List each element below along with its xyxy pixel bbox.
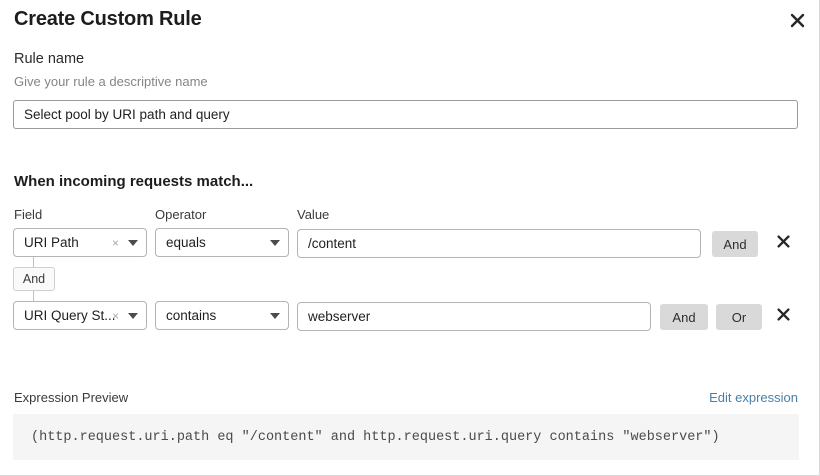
rule-name-description: Give your rule a descriptive name	[14, 74, 208, 89]
field-select-row-1[interactable]: URI Path ×	[13, 228, 147, 257]
chevron-down-icon-field-row-2[interactable]	[128, 312, 138, 319]
chevron-down-icon-operator-row-2[interactable]	[270, 312, 280, 319]
clear-field-icon-row-1[interactable]: ×	[111, 235, 119, 250]
logic-and-button-row-1[interactable]: And	[712, 231, 758, 257]
chevron-down-icon-operator-row-1[interactable]	[270, 239, 280, 246]
operator-select-value-row-1: equals	[166, 235, 206, 250]
match-section-heading: When incoming requests match...	[14, 173, 254, 190]
rule-name-label: Rule name	[14, 51, 85, 67]
edit-expression-link[interactable]: Edit expression	[709, 390, 798, 405]
close-icon	[776, 235, 790, 251]
value-input-row-2[interactable]	[297, 302, 651, 331]
expression-preview-label: Expression Preview	[14, 390, 129, 405]
connector-line-top	[33, 257, 34, 268]
expression-preview-box: (http.request.uri.path eq "/content" and…	[13, 414, 799, 460]
field-select-value-row-1: URI Path	[24, 235, 79, 250]
clear-field-icon-row-2[interactable]: ×	[111, 308, 119, 323]
delete-condition-button-row-2[interactable]	[772, 305, 794, 327]
column-header-operator: Operator	[155, 207, 207, 222]
operator-select-row-1[interactable]: equals	[155, 228, 289, 257]
operator-select-value-row-2: contains	[166, 308, 217, 323]
column-header-value: Value	[297, 207, 330, 222]
delete-condition-button-row-1[interactable]	[772, 232, 794, 254]
logic-and-button-row-2[interactable]: And	[660, 304, 708, 330]
connector-line-bottom	[33, 291, 34, 302]
expression-code: (http.request.uri.path eq "/content" and…	[31, 429, 720, 445]
field-select-value-row-2: URI Query St...	[24, 308, 116, 323]
column-header-field: Field	[14, 207, 43, 222]
close-icon	[776, 308, 790, 324]
chevron-down-icon-field-row-1[interactable]	[128, 239, 138, 246]
value-input-row-1[interactable]	[297, 229, 701, 258]
dialog-title: Create Custom Rule	[14, 8, 202, 30]
rule-name-input[interactable]	[13, 100, 798, 129]
logic-or-button-row-2[interactable]: Or	[716, 304, 762, 330]
close-dialog-button[interactable]	[783, 6, 811, 34]
group-connector-and[interactable]: And	[13, 267, 55, 291]
close-icon	[790, 13, 805, 28]
field-select-row-2[interactable]: URI Query St... ×	[13, 301, 147, 330]
operator-select-row-2[interactable]: contains	[155, 301, 289, 330]
